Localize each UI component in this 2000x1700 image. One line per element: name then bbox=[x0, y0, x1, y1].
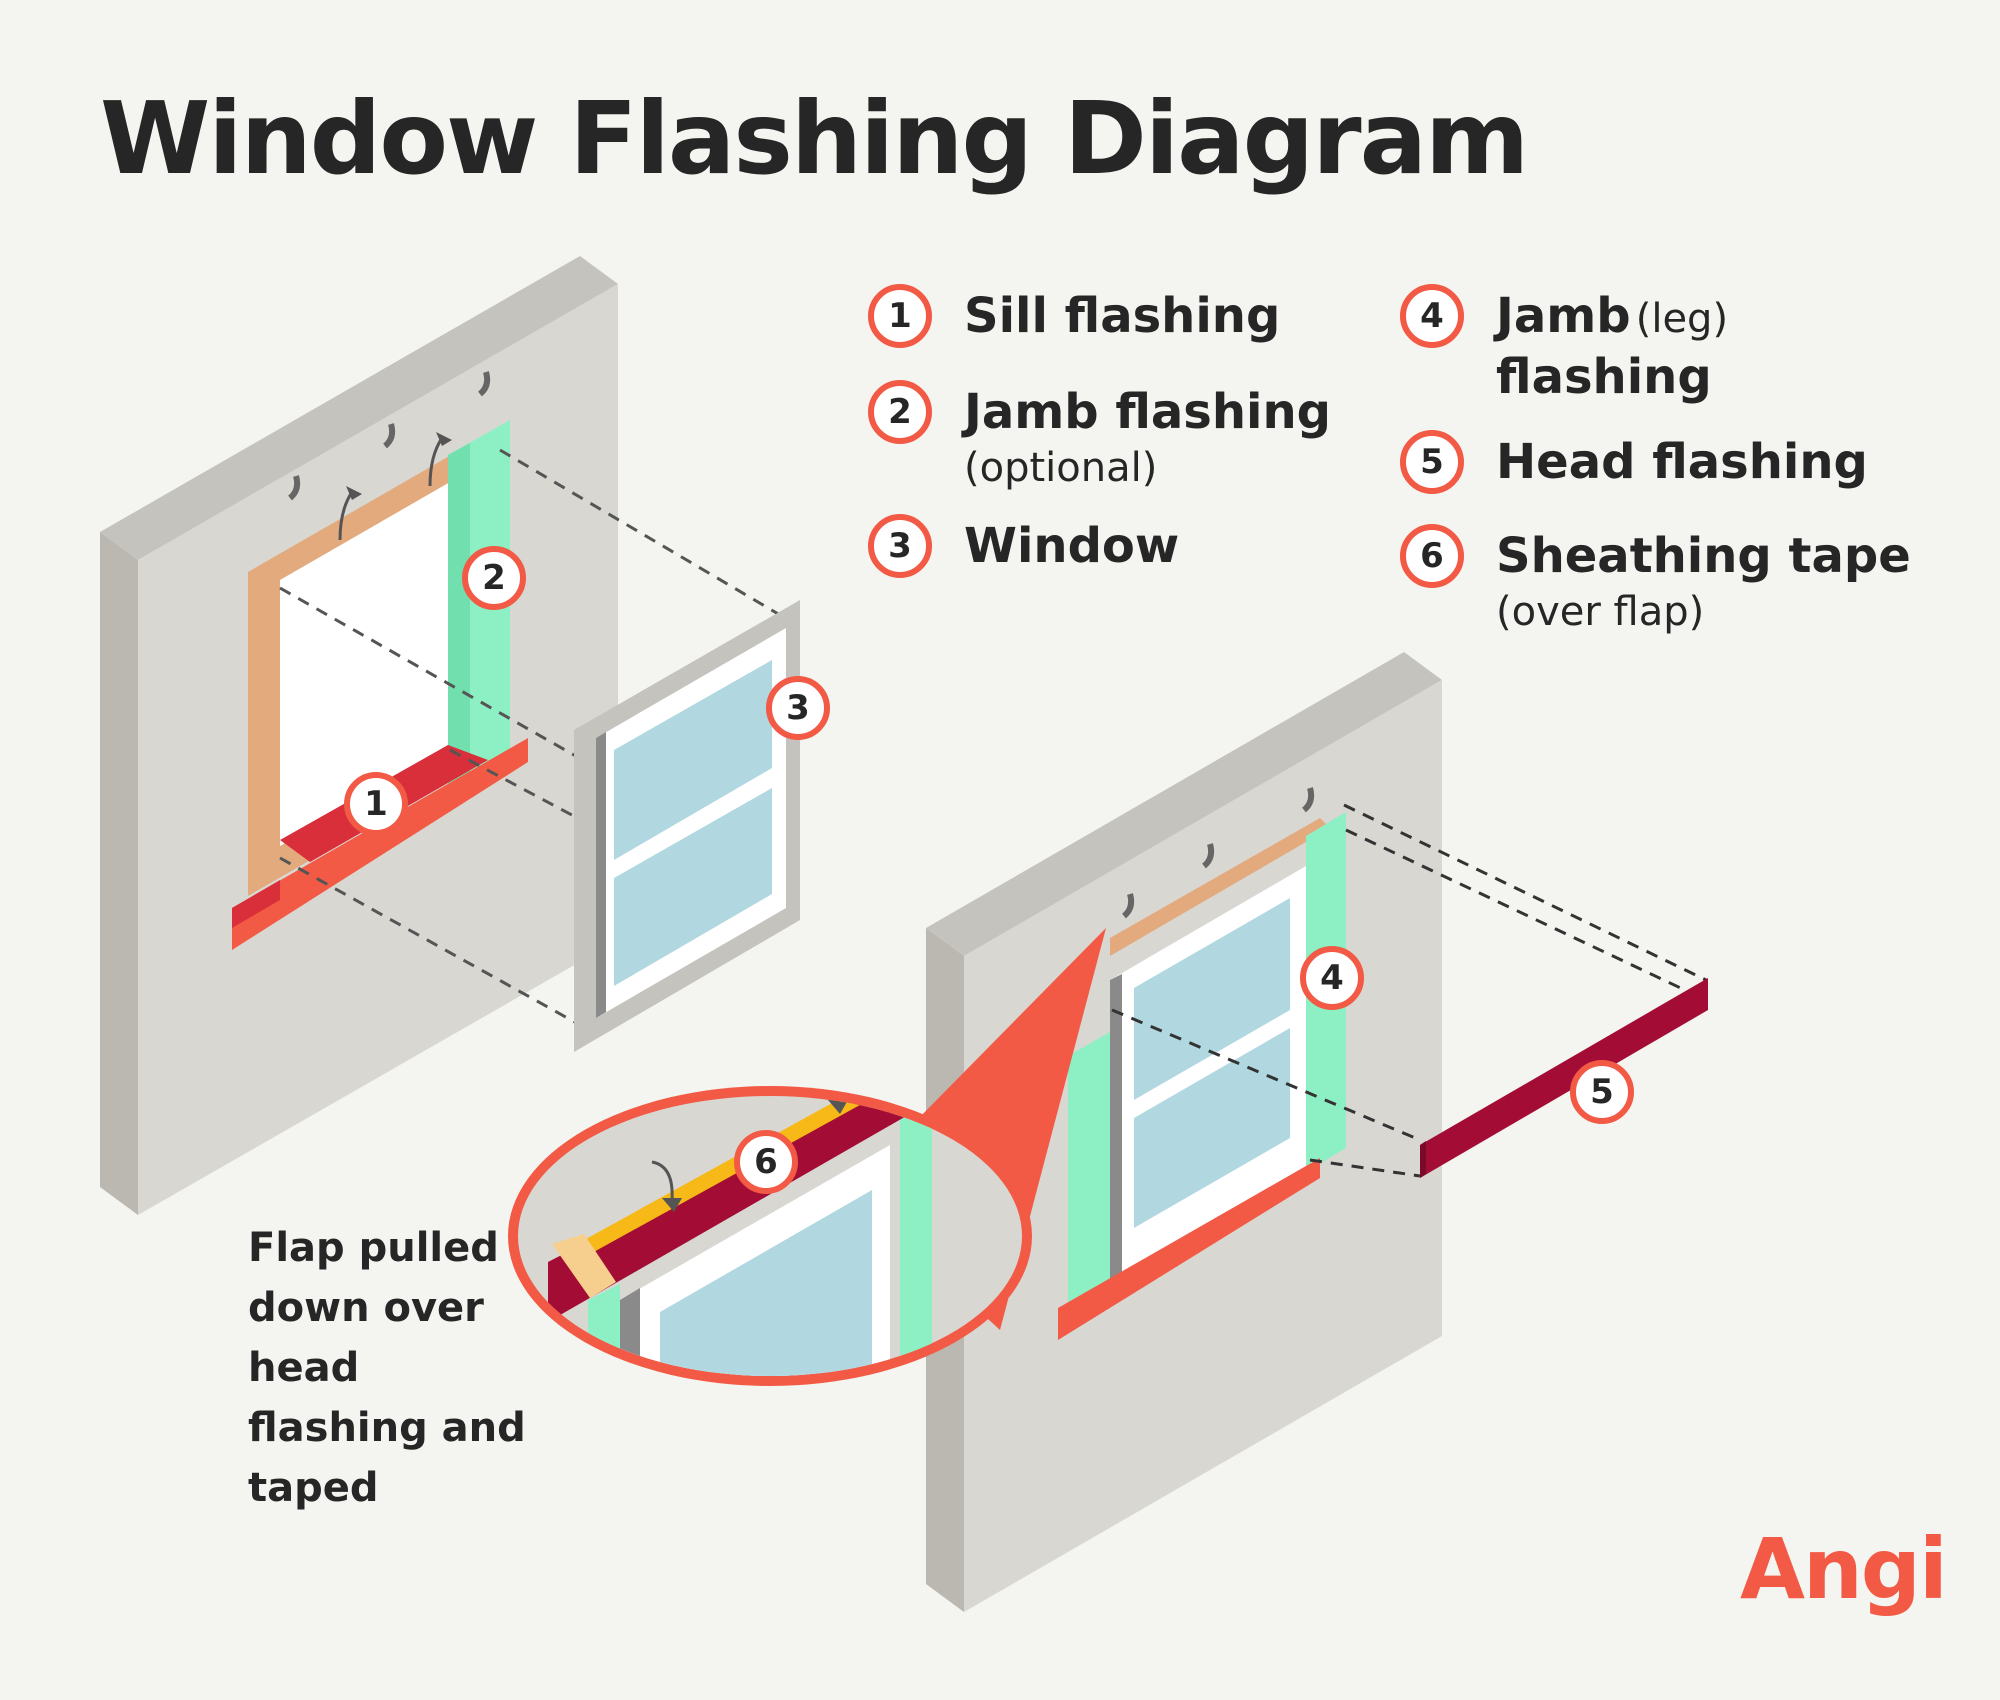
installed-sill-flashing bbox=[1058, 1158, 1320, 1340]
sill-flashing-lip bbox=[232, 880, 280, 928]
fold-down-arrow-icon bbox=[651, 1160, 674, 1201]
tape-curl-icon bbox=[382, 423, 396, 449]
installed-window bbox=[1058, 787, 1346, 1340]
window-glass-upper bbox=[614, 660, 772, 860]
callout-badge-head: 5 bbox=[1570, 1060, 1634, 1124]
left-rough-opening bbox=[232, 371, 528, 950]
tape-curl-icon bbox=[477, 371, 491, 397]
head-flashing-end bbox=[1420, 1141, 1426, 1178]
arrow-head-icon bbox=[828, 1100, 848, 1114]
legend-label: Head flashing bbox=[1496, 434, 1868, 490]
tape-curl-icon bbox=[287, 475, 301, 501]
head-building-paper bbox=[1110, 818, 1330, 956]
legend-label: Sheathing tape bbox=[1496, 528, 1911, 584]
legend-number-badge: 6 bbox=[1400, 524, 1464, 588]
callout-badge-sill: 1 bbox=[344, 772, 408, 836]
legend-item-5: 5 Head flashing bbox=[1400, 430, 1868, 494]
tape-curl-icon bbox=[1201, 843, 1215, 869]
installed-glass-lower bbox=[1134, 1028, 1290, 1228]
arrow-head-icon bbox=[662, 1198, 682, 1212]
legend-label: Jamb bbox=[1496, 288, 1631, 344]
legend-inline-note: (leg) bbox=[1635, 296, 1729, 342]
arrow-head-icon bbox=[346, 486, 362, 500]
left-wall-edge bbox=[100, 532, 138, 1215]
legend-number-badge: 5 bbox=[1400, 430, 1464, 494]
legend-number-badge: 3 bbox=[868, 514, 932, 578]
legend-item-1: 1 Sill flashing bbox=[868, 284, 1280, 348]
tape-curl-icon bbox=[1301, 787, 1315, 813]
zoom-jamb-flashing-right bbox=[900, 1096, 932, 1376]
legend-number-badge: 2 bbox=[868, 380, 932, 444]
right-wall-side bbox=[926, 652, 1442, 956]
jamb-flashing-shade bbox=[448, 443, 470, 800]
legend-number-badge: 1 bbox=[868, 284, 932, 348]
legend-number-badge: 4 bbox=[1400, 284, 1464, 348]
legend-note: (optional) bbox=[964, 445, 1158, 492]
legend-label: Window bbox=[964, 518, 1180, 574]
callout-badge-tape: 6 bbox=[734, 1130, 798, 1194]
window-unit bbox=[574, 600, 800, 1052]
callout-badge-jamb-optional: 2 bbox=[462, 546, 526, 610]
arrow-head-icon bbox=[436, 432, 452, 446]
head-flashing-guide-lines bbox=[1111, 803, 1707, 1178]
legend-item-2: 2 Jamb flashing (optional) bbox=[868, 380, 1331, 495]
assembly-guide-lines bbox=[279, 448, 781, 1027]
left-wall-side bbox=[100, 256, 618, 560]
window-frame-shadow bbox=[596, 732, 606, 1018]
legend-note: (over flap) bbox=[1496, 589, 1705, 636]
zoom-tape-end-left bbox=[552, 1234, 616, 1298]
installed-window-shadow bbox=[1110, 974, 1122, 1280]
flap-annotation: Flap pulled down over head flashing and … bbox=[248, 1225, 526, 1511]
opening-interior bbox=[280, 482, 450, 846]
legend-label-line2: flashing bbox=[1496, 349, 1712, 406]
angi-logo: Angi bbox=[1740, 1520, 1948, 1618]
page-title: Window Flashing Diagram bbox=[100, 80, 1529, 197]
window-glass-lower bbox=[614, 788, 772, 986]
sill-flashing-front bbox=[232, 738, 528, 950]
legend-item-3: 3 Window bbox=[868, 514, 1179, 578]
callout-badge-window: 3 bbox=[766, 676, 830, 740]
jamb-leg-flashing-left bbox=[1068, 1032, 1110, 1322]
tape-curl-icon bbox=[1121, 893, 1135, 919]
head-flashing-front bbox=[1420, 978, 1708, 1178]
installed-glass-upper bbox=[1134, 898, 1290, 1100]
head-flashing-piece bbox=[1420, 978, 1708, 1178]
legend-item-4: 4 Jamb (leg) flashing bbox=[1400, 284, 1728, 409]
zoom-window-glass bbox=[660, 1190, 872, 1376]
legend-label: Jamb flashing bbox=[964, 384, 1332, 440]
callout-badge-jamb-leg: 4 bbox=[1300, 946, 1364, 1010]
legend-item-6: 6 Sheathing tape (over flap) bbox=[1400, 524, 1911, 639]
legend-label: Sill flashing bbox=[964, 288, 1281, 344]
